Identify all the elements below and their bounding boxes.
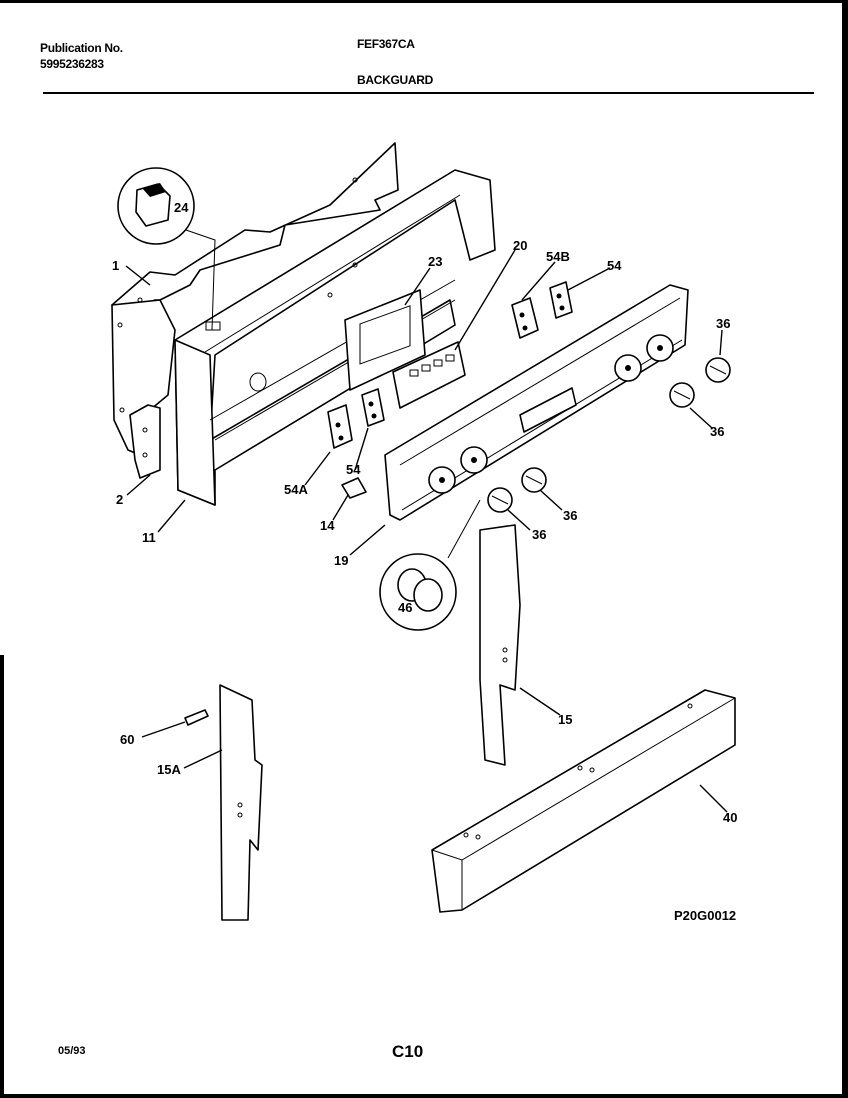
callout-40: 40: [723, 810, 737, 825]
page-border-bottom: [0, 1094, 848, 1098]
model-number: FEF367CA: [357, 37, 415, 51]
part-1-rear-panel: [111, 142, 399, 456]
callout-46: 46: [398, 600, 412, 615]
callout-36-a: 36: [716, 316, 730, 331]
callout-23: 23: [428, 254, 442, 269]
callout-15: 15: [558, 712, 572, 727]
part-14-indicator: [341, 477, 367, 499]
publication-label: Publication No.: [40, 41, 123, 55]
page-number: C10: [392, 1042, 424, 1061]
part-23-bracket: [344, 289, 426, 391]
switch-54-top: [549, 281, 573, 319]
callout-14: 14: [320, 518, 335, 533]
knob-36-c: [521, 467, 547, 493]
callout-2: 2: [116, 492, 123, 507]
part-20-clock-timer: [392, 341, 466, 409]
callout-1: 1: [112, 258, 119, 273]
switch-54a: [327, 404, 353, 449]
part-2-bracket: [129, 404, 161, 479]
part-15a-side-trim: [219, 684, 263, 921]
callout-54-mid: 54: [346, 462, 361, 477]
callout-36-b: 36: [710, 424, 724, 439]
header-rule: [43, 92, 814, 94]
knob-36-d: [487, 487, 513, 513]
callout-11: 11: [142, 530, 156, 545]
callout-19: 19: [334, 553, 348, 568]
footer-date: 05/93: [58, 1045, 86, 1057]
section-title: BACKGUARD: [357, 73, 433, 87]
page-border-right: [842, 0, 848, 1098]
part-19-control-panel: [384, 284, 689, 521]
callout-54-top: 54: [607, 258, 622, 273]
part-46-detail-knob: [379, 499, 481, 631]
page-border-left: [0, 655, 4, 1095]
callout-20: 20: [513, 238, 527, 253]
knob-36-b: [669, 382, 695, 408]
callout-60: 60: [120, 732, 134, 747]
leader-lines: [125, 249, 728, 813]
drawing-code: P20G0012: [674, 908, 736, 923]
part-24-detail-switch: [117, 167, 216, 331]
part-15-side-trim: [479, 524, 521, 766]
part-40-trim-bar: [431, 689, 736, 913]
callout-54a: 54A: [284, 482, 308, 497]
part-11-backguard-frame: [174, 169, 496, 506]
page-border-top: [0, 0, 848, 3]
publication-number: 5995236283: [40, 57, 104, 71]
switch-54b: [511, 297, 539, 339]
callout-36-d: 36: [532, 527, 546, 542]
callout-24: 24: [174, 200, 189, 215]
callout-36-c: 36: [563, 508, 577, 523]
part-60-screw: [184, 709, 209, 726]
callout-15a: 15A: [157, 762, 181, 777]
callout-54b: 54B: [546, 249, 570, 264]
knob-36-a: [705, 357, 731, 383]
switch-54-mid: [361, 388, 385, 427]
